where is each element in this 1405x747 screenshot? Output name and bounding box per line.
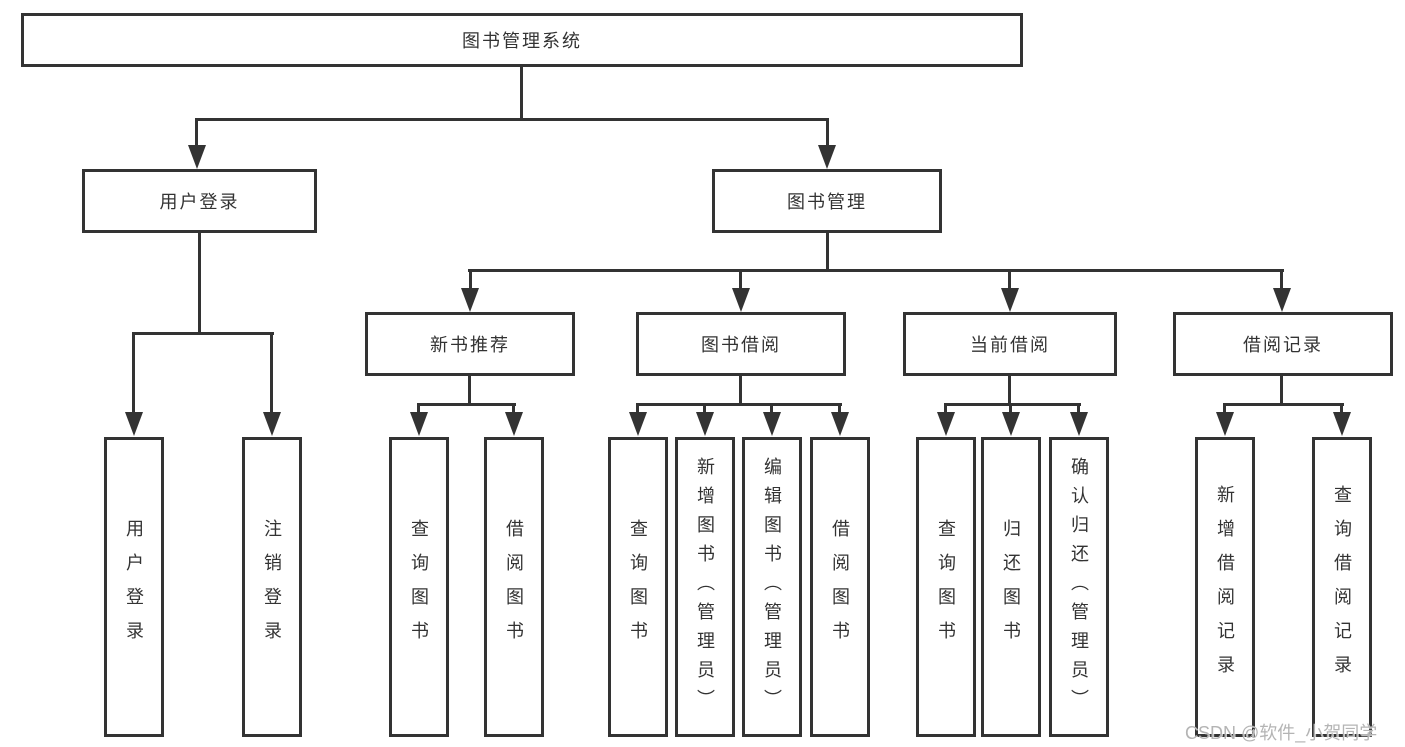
csdn-watermark: CSDN @软件_小贺同学 <box>1185 723 1378 743</box>
node-label: 查询图书 <box>628 519 648 655</box>
connector-line <box>270 332 273 414</box>
node-recommend-query-books: 查询图书 <box>389 437 449 737</box>
connector-line <box>1009 403 1012 415</box>
connector-line <box>520 67 523 121</box>
node-library-management-system: 图书管理系统 <box>21 13 1023 67</box>
node-logout-action: 注销登录 <box>242 437 302 737</box>
arrowhead-down <box>937 412 955 436</box>
connector-line <box>944 403 947 415</box>
node-label: 注销登录 <box>262 519 282 655</box>
connector-line <box>1280 269 1283 291</box>
node-recommend-borrow-books: 借阅图书 <box>484 437 544 737</box>
arrowhead-down <box>1002 412 1020 436</box>
node-label: 查询图书 <box>936 519 956 655</box>
node-borrow-query-books: 查询图书 <box>608 437 668 737</box>
connector-line <box>703 403 706 415</box>
node-book-management: 图书管理 <box>712 169 942 233</box>
connector-line <box>1008 376 1011 406</box>
node-edit-book-admin: 编辑图书（管理员） <box>742 437 802 737</box>
node-query-borrow-records: 查询借阅记录 <box>1312 437 1372 737</box>
connector-line <box>195 118 198 147</box>
connector-line <box>636 403 639 415</box>
connector-line <box>132 332 135 414</box>
connector-line <box>512 403 515 415</box>
node-label: 借阅图书 <box>830 519 850 655</box>
node-label: 编辑图书（管理员） <box>762 456 782 718</box>
connector-line <box>468 269 1284 272</box>
node-label: 图书管理 <box>787 192 867 212</box>
connector-line <box>1340 403 1343 415</box>
connector-line <box>468 376 471 406</box>
connector-line <box>1008 269 1011 291</box>
node-book-borrowing: 图书借阅 <box>636 312 846 376</box>
connector-line <box>1077 403 1080 415</box>
connector-line <box>838 403 841 415</box>
arrowhead-down <box>1273 288 1291 312</box>
node-label: 查询图书 <box>409 519 429 655</box>
connector-line <box>198 233 201 335</box>
connector-line <box>1223 403 1344 406</box>
node-confirm-return-admin: 确认归还（管理员） <box>1049 437 1109 737</box>
connector-line <box>739 269 742 291</box>
connector-line <box>195 118 829 121</box>
connector-line <box>770 403 773 415</box>
arrowhead-down <box>1333 412 1351 436</box>
connector-line <box>132 332 274 335</box>
node-label: 图书管理系统 <box>462 31 582 51</box>
arrowhead-down <box>461 288 479 312</box>
node-user-login: 用户登录 <box>82 169 317 233</box>
connector-line <box>826 233 829 272</box>
node-label: 归还图书 <box>1001 519 1021 655</box>
connector-line <box>636 403 842 406</box>
arrowhead-down <box>410 412 428 436</box>
arrowhead-down <box>188 145 206 169</box>
node-label: 确认归还（管理员） <box>1069 456 1089 718</box>
node-label: 图书借阅 <box>701 335 781 355</box>
node-borrowing-records: 借阅记录 <box>1173 312 1393 376</box>
arrowhead-down <box>1216 412 1234 436</box>
arrowhead-down <box>1001 288 1019 312</box>
node-label: 当前借阅 <box>970 335 1050 355</box>
node-label: 借阅图书 <box>504 519 524 655</box>
arrowhead-down <box>732 288 750 312</box>
arrowhead-down <box>763 412 781 436</box>
arrowhead-down <box>831 412 849 436</box>
connector-line <box>417 403 516 406</box>
node-return-books: 归还图书 <box>981 437 1041 737</box>
node-borrow-books-action: 借阅图书 <box>810 437 870 737</box>
arrowhead-down <box>505 412 523 436</box>
node-current-borrowing: 当前借阅 <box>903 312 1117 376</box>
arrowhead-down <box>263 412 281 436</box>
arrowhead-down <box>818 145 836 169</box>
node-label: 新增借阅记录 <box>1215 485 1235 689</box>
connector-line <box>1223 403 1226 415</box>
node-label: 新增图书（管理员） <box>695 456 715 718</box>
node-label: 借阅记录 <box>1243 335 1323 355</box>
connector-line <box>944 403 1081 406</box>
connector-line <box>417 403 420 415</box>
node-user-login-action: 用户登录 <box>104 437 164 737</box>
node-label: 用户登录 <box>159 192 240 212</box>
node-label: 用户登录 <box>124 519 144 655</box>
connector-line <box>826 118 829 147</box>
node-add-borrow-record: 新增借阅记录 <box>1195 437 1255 737</box>
arrowhead-down <box>125 412 143 436</box>
arrowhead-down <box>1070 412 1088 436</box>
node-label: 新书推荐 <box>430 335 510 355</box>
connector-line <box>1280 376 1283 406</box>
node-label: 查询借阅记录 <box>1332 485 1352 689</box>
node-add-book-admin: 新增图书（管理员） <box>675 437 735 737</box>
arrowhead-down <box>629 412 647 436</box>
node-current-query-books: 查询图书 <box>916 437 976 737</box>
arrowhead-down <box>696 412 714 436</box>
node-new-book-recommend: 新书推荐 <box>365 312 575 376</box>
connector-line <box>739 376 742 406</box>
connector-line <box>469 269 472 291</box>
